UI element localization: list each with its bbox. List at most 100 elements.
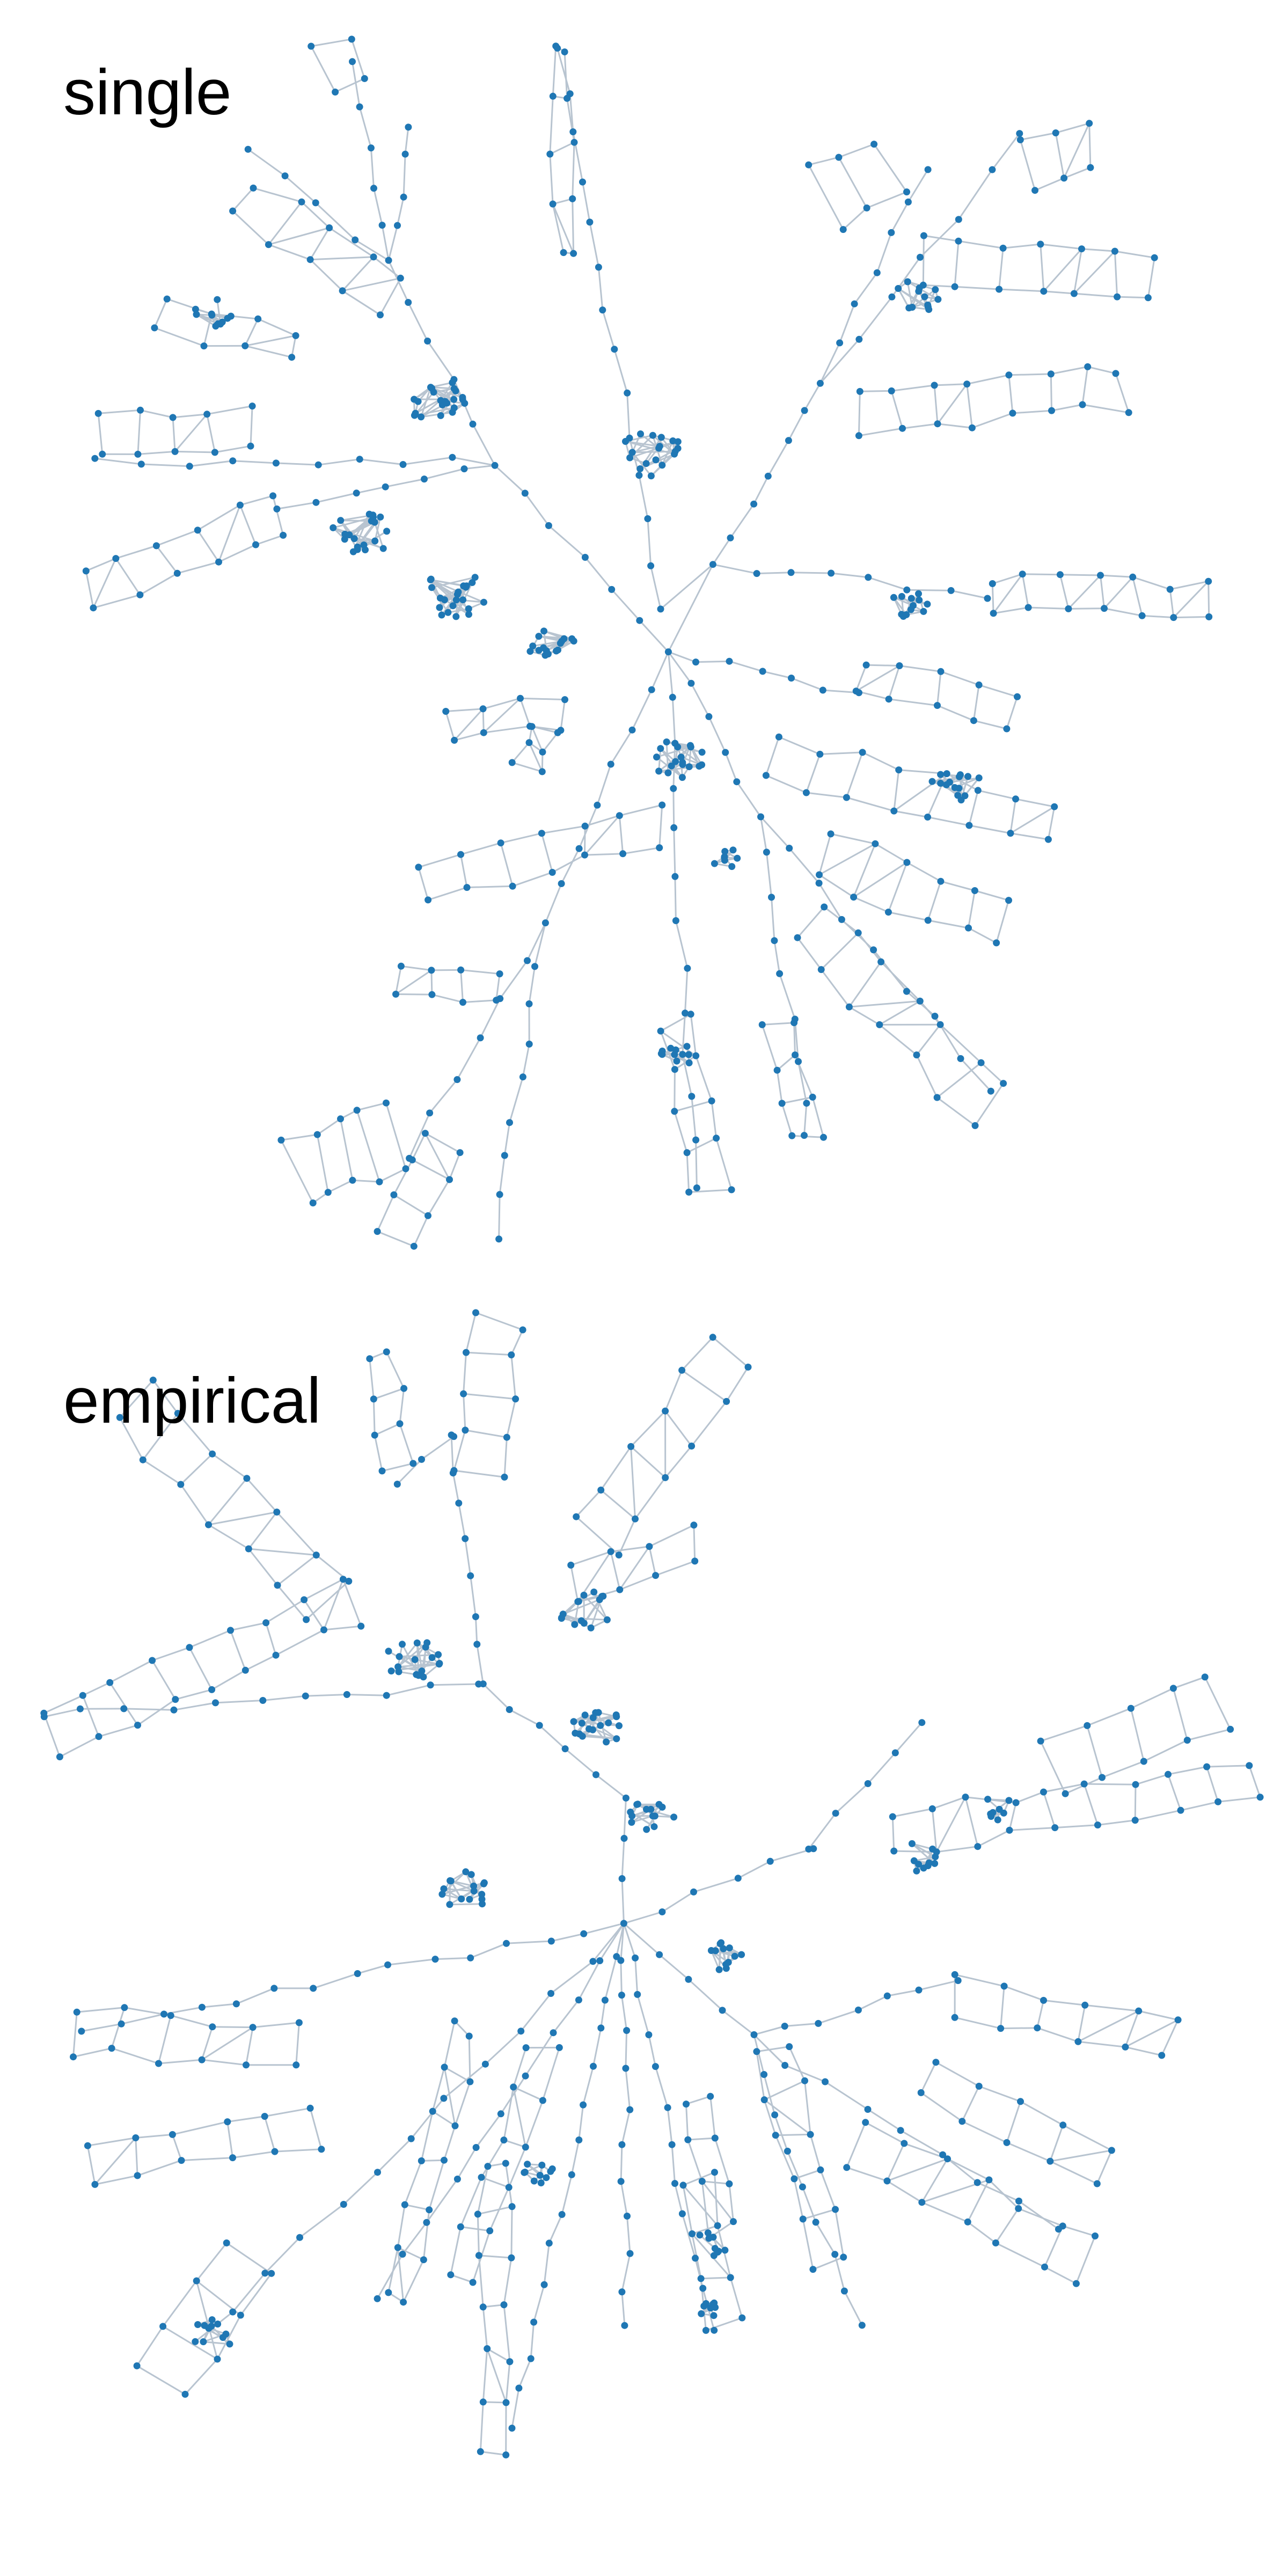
graph-node [268,2270,275,2277]
graph-node [913,1867,920,1875]
graph-edge [427,340,455,380]
graph-edge [264,2107,311,2117]
graph-node [691,1557,699,1565]
graph-edge [547,524,586,558]
graph-node [895,285,902,292]
graph-edge [584,815,620,856]
graph-edge [171,2121,229,2135]
graph-edge [805,753,821,794]
graph-node [1056,571,1064,579]
graph-node [901,2140,908,2147]
graph-edge [674,875,677,921]
graph-node [883,1992,891,2000]
graph-node [495,1235,503,1243]
graph-node [658,462,666,469]
graph-edge [921,2201,969,2223]
graph-node [186,1644,193,1651]
graph-edge [280,1139,314,1204]
graph-edge [1040,1724,1088,1742]
graph-edge [323,1625,362,1631]
graph-node [408,1156,416,1163]
graph-node [400,193,407,201]
graph-node [288,354,296,361]
graph-node [133,2362,141,2369]
graph-edge [463,1393,517,1400]
graph-edge [381,1462,414,1472]
graph-node [82,567,90,575]
graph-edge [176,561,219,574]
graph-edge [247,148,286,177]
graph-node [382,483,389,491]
graph-edge [495,973,501,1001]
graph-edge [374,1423,401,1436]
graph-edge [763,2099,777,2136]
graph-edge [453,2020,470,2037]
graph-node [309,1199,317,1206]
graph-edge [416,1642,440,1665]
graph-node [198,2056,206,2063]
graph-edge [524,492,550,526]
graph-node [378,222,386,229]
graph-edge [977,789,1016,800]
graph-node [688,1443,696,1450]
graph-edge [887,911,929,921]
graph-edge [459,2176,482,2228]
graph-edge [135,2133,173,2139]
graph-node [108,2045,115,2052]
graph-edge [664,1369,683,1412]
graph-edge [761,1022,795,1026]
graph-edge [1096,1819,1136,1826]
graph-edge [531,726,559,734]
graph-node [561,1745,569,1753]
graph-node [407,2135,415,2142]
graph-edge [155,545,178,574]
graph-node [690,1521,698,1529]
graph-edge [387,224,398,261]
graph-edge [797,1060,808,1104]
graph-node [726,1944,733,1952]
graph-edge [961,2085,980,2123]
graph-node [965,822,973,829]
graph-edge [1081,248,1116,252]
graph-edge [480,2139,505,2178]
graph-edge [879,1023,918,1056]
graph-edge [1217,1796,1261,1803]
graph-node [367,144,375,152]
graph-node [1135,2007,1143,2015]
graph-node [581,554,589,561]
graph-node [421,1130,429,1137]
graph-node [721,857,728,864]
graph-node [958,2118,966,2125]
graph-node [951,784,958,791]
graph-edge [897,288,910,309]
graph-node [622,438,629,445]
graph-node [759,668,766,675]
graph-node [903,859,911,866]
graph-node [933,1094,941,1101]
graph-node [786,845,793,852]
graph-edge [111,2007,126,2050]
graph-edge [927,919,969,929]
graph-edge [1147,257,1155,299]
graph-edge [857,932,882,963]
graph-node [427,1681,434,1689]
graph-node [374,2169,381,2176]
graph-node [895,766,903,774]
graph-edge [522,1043,530,1078]
graph-node [1131,1817,1139,1824]
graph-node [862,2119,869,2126]
graph-node [250,184,257,192]
graph-edge [1086,1724,1103,1779]
graph-edge [463,464,496,470]
graph-edge [726,1366,749,1402]
graph-node [522,2072,529,2080]
graph-node [781,2023,788,2030]
graph-node [773,1066,781,1074]
graph-node [721,848,729,855]
graph-node [920,1864,927,1872]
graph-edge [500,2075,526,2115]
graph-edge [463,1393,466,1431]
graph-node [984,1796,991,1803]
graph-node [508,2425,516,2432]
graph-edge [328,227,375,258]
